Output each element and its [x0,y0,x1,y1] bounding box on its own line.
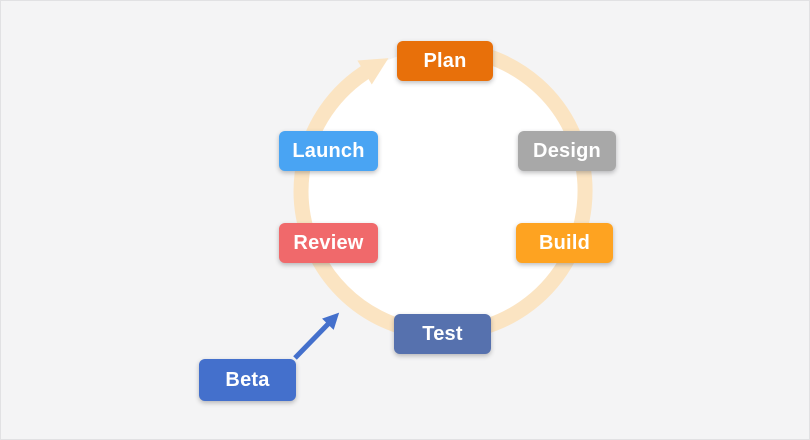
step-launch: Launch [279,131,378,171]
step-plan: Plan [397,41,493,81]
step-launch-label: Launch [292,139,365,162]
callout-beta: Beta [199,359,296,401]
step-review-label: Review [293,231,364,254]
beta-arrow [293,312,340,360]
callout-beta-label: Beta [225,368,270,391]
step-test: Test [394,314,491,354]
step-design: Design [518,131,616,171]
step-review: Review [279,223,378,263]
step-plan-label: Plan [423,49,467,72]
step-build-label: Build [539,231,590,254]
step-build: Build [516,223,613,263]
step-design-label: Design [533,139,601,162]
step-test-label: Test [422,322,463,345]
